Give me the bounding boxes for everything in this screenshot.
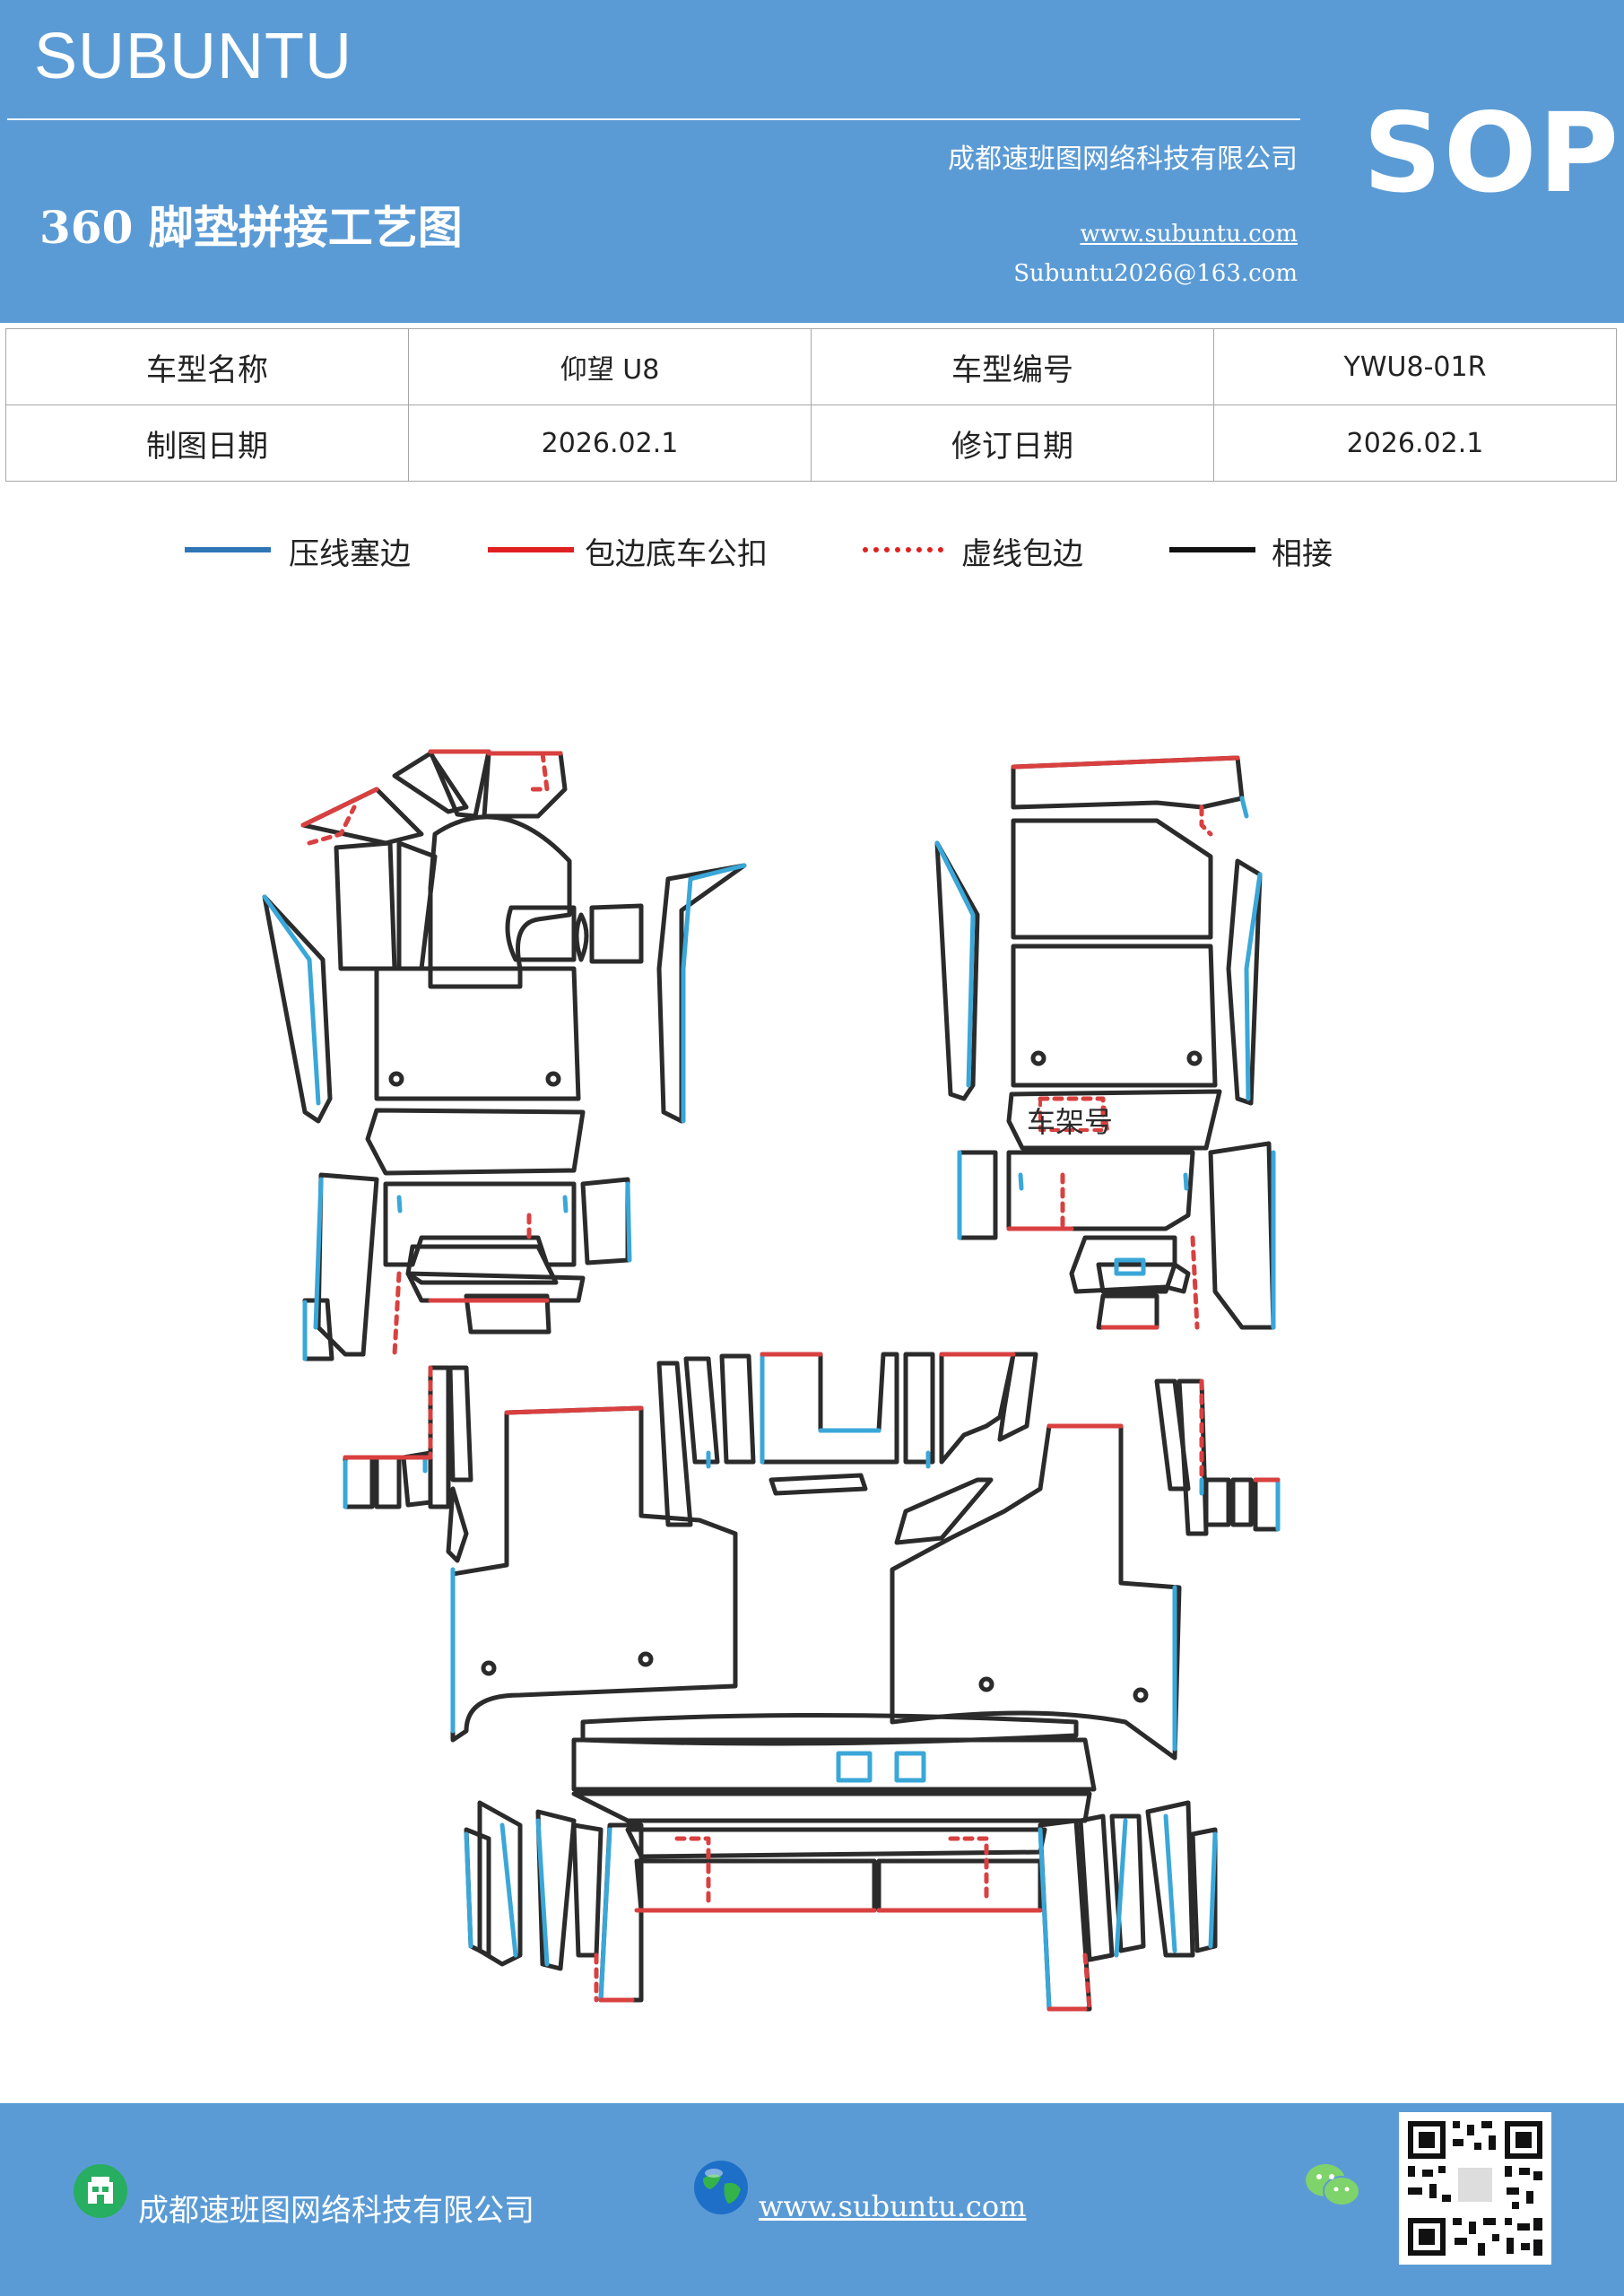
edge-lines xyxy=(300,749,1281,2012)
mat-pieces-drawing: 车架号 xyxy=(262,749,1281,2012)
globe-icon xyxy=(694,2161,748,2214)
sop-badge: SOP xyxy=(1363,90,1620,217)
draw-date-value: 2026.02.1 xyxy=(408,404,812,482)
footer-banner: 成都速班图网络科技有限公司 www.subuntu.com xyxy=(0,2103,1624,2296)
legend-label: 虚线包边 xyxy=(961,536,1083,572)
draw-date-label: 制图日期 xyxy=(5,404,409,482)
legend-swatch-solid-black xyxy=(1169,547,1255,552)
wechat-icon[interactable] xyxy=(1302,2159,1363,2213)
model-code-value: YWU8-01R xyxy=(1213,328,1617,405)
footer-company: 成都速班图网络科技有限公司 xyxy=(138,2193,534,2229)
legend-label: 压线塞边 xyxy=(289,536,411,572)
header-divider xyxy=(7,118,1300,120)
vin-box xyxy=(1038,1097,1109,1132)
header-website-link[interactable]: www.subuntu.com xyxy=(1080,221,1298,248)
qr-code xyxy=(1399,2112,1551,2265)
press-lines xyxy=(262,796,1281,2012)
document-title: 360 脚垫拼接工艺图 xyxy=(39,201,463,254)
model-name-label: 车型名称 xyxy=(5,328,409,405)
header-company: 成都速班图网络科技有限公司 xyxy=(948,144,1298,175)
revise-date-label: 修订日期 xyxy=(811,404,1214,482)
model-name-value: 仰望 U8 xyxy=(408,328,812,405)
table-row: 制图日期 2026.02.1 修订日期 2026.02.1 xyxy=(5,404,1617,482)
line-legend: 压线塞边 包边底车公扣 虚线包边 相接 xyxy=(0,527,1624,572)
revise-date-value: 2026.02.1 xyxy=(1213,404,1617,482)
footer-website-link[interactable]: www.subuntu.com xyxy=(759,2189,1027,2223)
table-row: 车型名称 仰望 U8 车型编号 YWU8-01R xyxy=(5,328,1617,405)
floor-mat-diagram: 车架号 xyxy=(0,700,1624,2036)
model-code-label: 车型编号 xyxy=(811,328,1214,405)
brand-name: SUBUNTU xyxy=(34,21,353,92)
legend-label: 相接 xyxy=(1272,536,1333,572)
vehicle-info-table: 车型名称 仰望 U8 车型编号 YWU8-01R 制图日期 2026.02.1 … xyxy=(5,328,1617,482)
header-email: Subuntu2026@163.com xyxy=(1013,260,1298,287)
legend-swatch-solid-red xyxy=(488,547,574,552)
dashed-edge-lines xyxy=(307,751,1213,2012)
header-banner: SUBUNTU 成都速班图网络科技有限公司 360 脚垫拼接工艺图 www.su… xyxy=(0,0,1624,323)
legend-swatch-dashed-red xyxy=(863,547,943,552)
vin-label: 车架号 xyxy=(1027,1105,1113,1139)
legend-swatch-solid-blue xyxy=(185,547,271,552)
building-icon xyxy=(74,2164,127,2218)
legend-label: 包边底车公扣 xyxy=(585,536,768,572)
